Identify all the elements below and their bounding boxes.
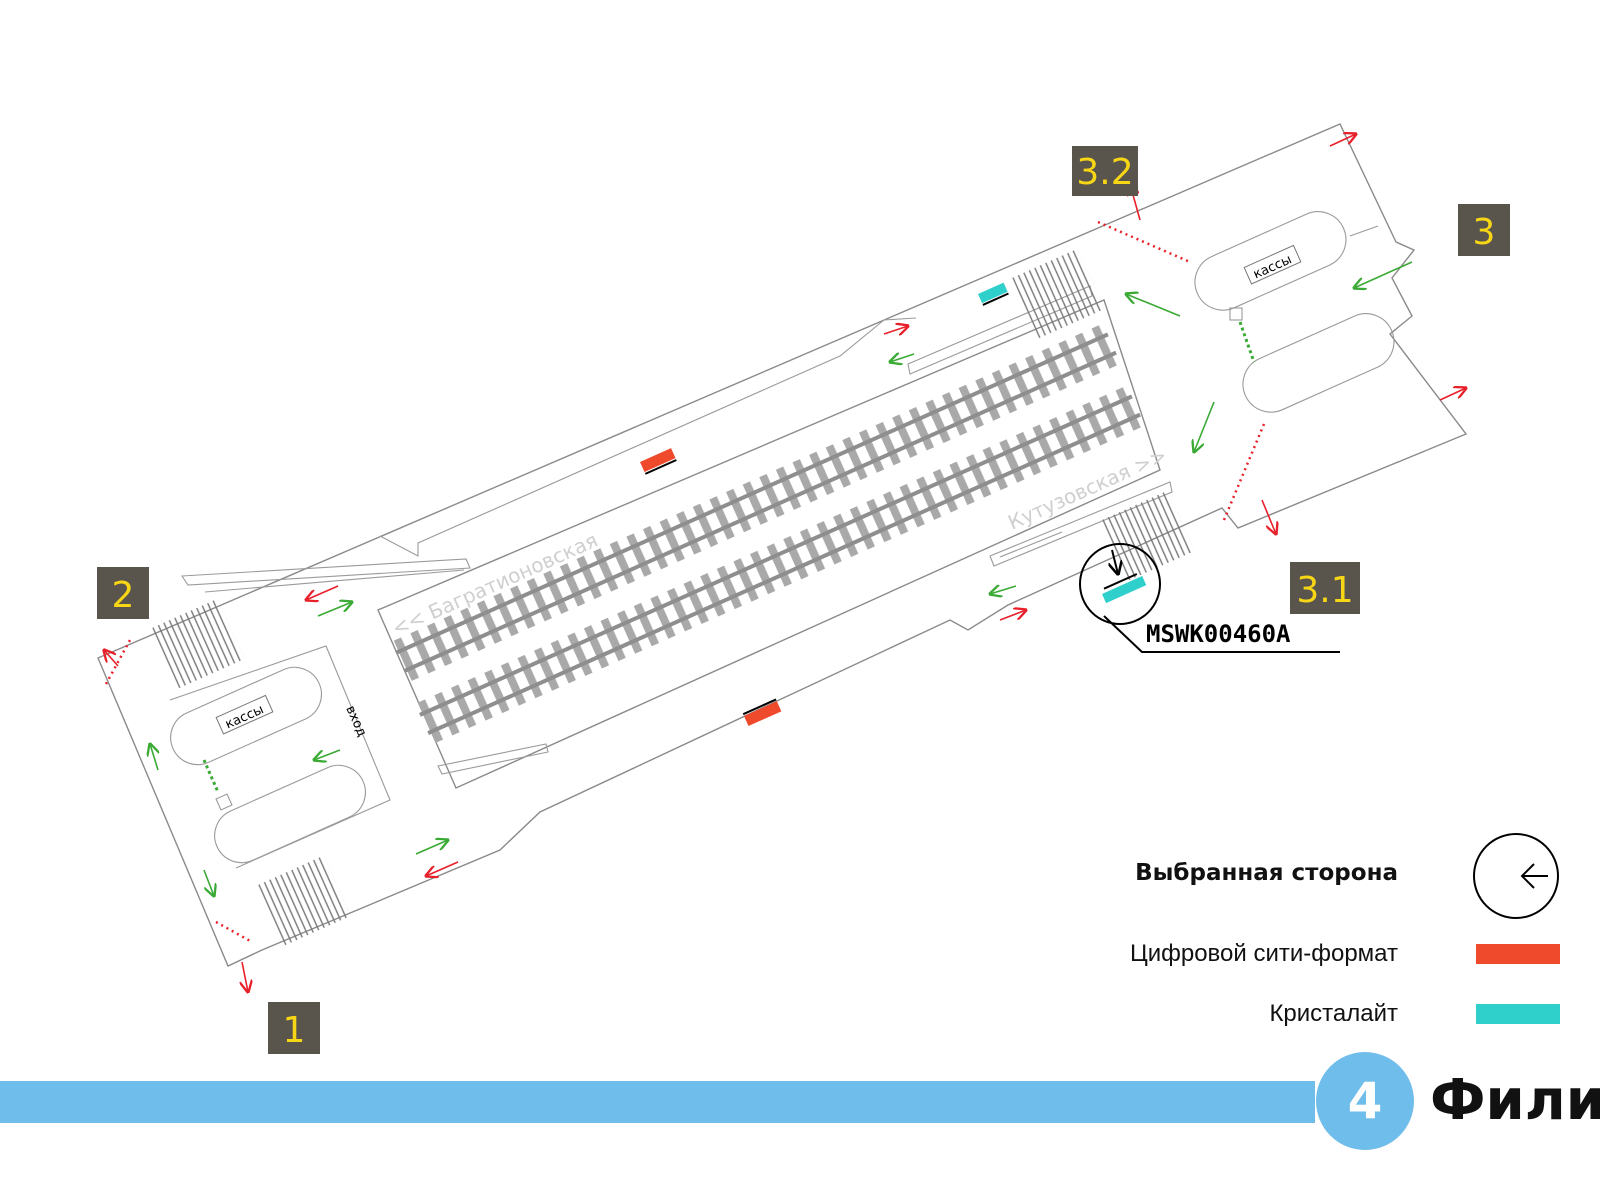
ad-placements <box>640 282 1147 727</box>
crystalite-mark-selected <box>1102 576 1147 604</box>
exit-markers: 3.2 3 3.1 2 1 <box>97 146 1510 1054</box>
placement-code: MSWK00460A <box>1146 620 1291 648</box>
line-number-badge: 4 <box>1316 1052 1414 1150</box>
digital-city-format-mark <box>744 701 782 727</box>
turnstiles <box>104 220 1266 944</box>
entrance-label: вход <box>342 704 369 740</box>
track-lower <box>415 385 1145 745</box>
legend-crystalite-swatch <box>1476 1004 1560 1024</box>
legend-selected-side: Выбранная сторона <box>1135 860 1398 886</box>
exit-2-label: 2 <box>112 575 135 616</box>
stairs <box>152 248 1195 946</box>
exit-1-label: 1 <box>283 1010 306 1051</box>
vestibule-east: кассы <box>1194 211 1395 413</box>
track-upper <box>391 323 1121 683</box>
digital-city-format-mark <box>640 448 676 473</box>
flow-arrows <box>104 134 1466 992</box>
down-arrow-circle-icon <box>1079 543 1340 653</box>
legend-digital-city-format-swatch <box>1476 944 1560 964</box>
exit-3-2-label: 3.2 <box>1076 152 1133 193</box>
exit-3-label: 3 <box>1473 212 1496 253</box>
station-name: Фили <box>1430 1068 1600 1133</box>
left-arrow-circle-icon <box>1473 833 1559 919</box>
legend-digital-city-format: Цифровой сити-формат <box>1129 940 1398 967</box>
legend-crystalite: Кристалайт <box>1269 1000 1398 1027</box>
metro-line-bar <box>0 1081 1315 1123</box>
exit-3-1-label: 3.1 <box>1296 570 1353 611</box>
crystalite-mark <box>978 282 1008 304</box>
station-outline <box>97 123 1468 967</box>
